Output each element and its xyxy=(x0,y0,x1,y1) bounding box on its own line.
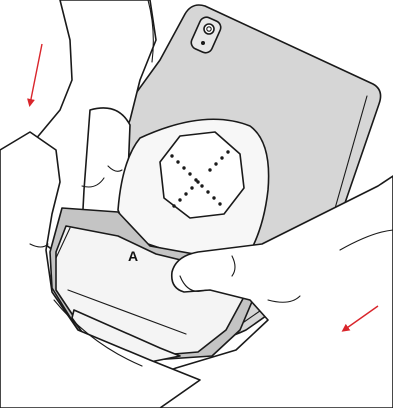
arrow-left xyxy=(30,44,42,104)
callout-label: A xyxy=(128,248,138,264)
